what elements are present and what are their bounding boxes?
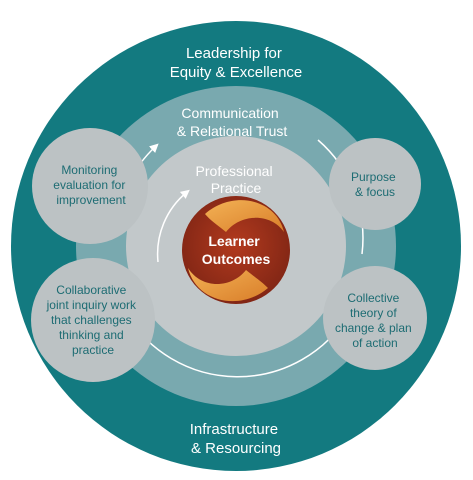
monitoring-label: Monitoring evaluation for improvement (53, 163, 128, 207)
inner-ring-label: Professional Practice (196, 163, 277, 196)
outer-top-label-line-1: Leadership for (186, 45, 282, 62)
collective-label-line-1: Collective (347, 291, 399, 305)
collaborative-label: Collaborative joint inquiry work that ch… (46, 283, 140, 357)
collective-label-line-2: theory of (350, 306, 397, 320)
side-circle-collective (323, 266, 427, 370)
outer-bottom-label-line-2: & Resourcing (191, 440, 281, 457)
side-circle-purpose (329, 138, 421, 230)
collaborative-label-line-3: that challenges (51, 313, 132, 327)
center-label: Learner Outcomes (202, 233, 271, 267)
purpose-label: Purpose & focus (351, 170, 399, 199)
purpose-label-line-2: & focus (355, 185, 395, 199)
monitoring-label-line-2: evaluation for (53, 178, 125, 192)
outer-bottom-label-line-1: Infrastructure (190, 421, 278, 438)
outer-top-label-line-2: Equity & Excellence (170, 64, 303, 81)
middle-ring-label-line-1: Communication (181, 105, 278, 121)
side-circle-collaborative (31, 258, 155, 382)
collaborative-label-line-5: practice (72, 343, 114, 357)
monitoring-label-line-1: Monitoring (61, 163, 117, 177)
collaborative-label-line-4: thinking and (59, 328, 124, 342)
collaborative-label-line-1: Collaborative (56, 283, 126, 297)
inner-ring-label-line-2: Practice (211, 180, 262, 196)
center-swirl-bottom (188, 268, 268, 302)
outer-top-label: Leadership for Equity & Excellence (170, 45, 303, 81)
collective-label-line-4: of action (352, 336, 397, 350)
middle-ring-label: Communication & Relational Trust (177, 105, 288, 139)
monitoring-label-line-3: improvement (56, 193, 126, 207)
learner-outcomes-circle (182, 196, 290, 304)
side-circle-monitoring (32, 128, 148, 244)
center-label-line-2: Outcomes (202, 251, 271, 267)
outer-bottom-label: Infrastructure & Resourcing (190, 421, 283, 457)
inner-ring-label-line-1: Professional (196, 163, 273, 179)
collective-label-line-3: change & plan (335, 321, 412, 335)
middle-ring-label-line-2: & Relational Trust (177, 123, 288, 139)
collective-label: Collective theory of change & plan of ac… (335, 291, 415, 350)
center-swirl-top (205, 200, 284, 232)
inner-ring-arc-arrow (156, 189, 190, 263)
purpose-label-line-1: Purpose (351, 170, 396, 184)
collaborative-label-line-2: joint inquiry work (46, 298, 137, 312)
center-label-line-1: Learner (208, 233, 260, 249)
